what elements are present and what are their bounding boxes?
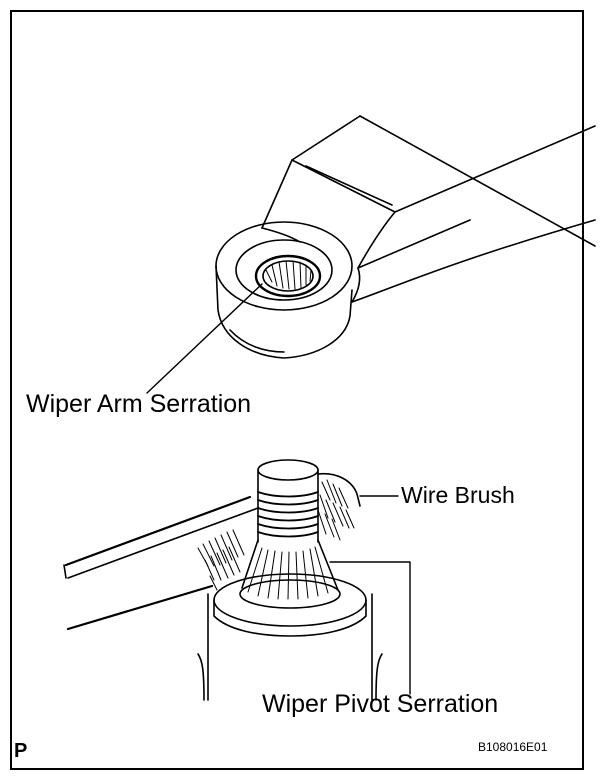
pivot-drawing	[63, 459, 411, 701]
wiper-arm-drawing	[146, 115, 596, 394]
wiper-pivot-serration-label: Wiper Pivot Serration	[262, 690, 499, 718]
corner-mark: P	[14, 740, 28, 762]
figure-code: B108016E01	[478, 740, 548, 754]
wire-brush-label: Wire Brush	[401, 482, 515, 508]
figure-frame	[10, 10, 584, 770]
wiper-arm-serration-label: Wiper Arm Serration	[26, 390, 252, 418]
